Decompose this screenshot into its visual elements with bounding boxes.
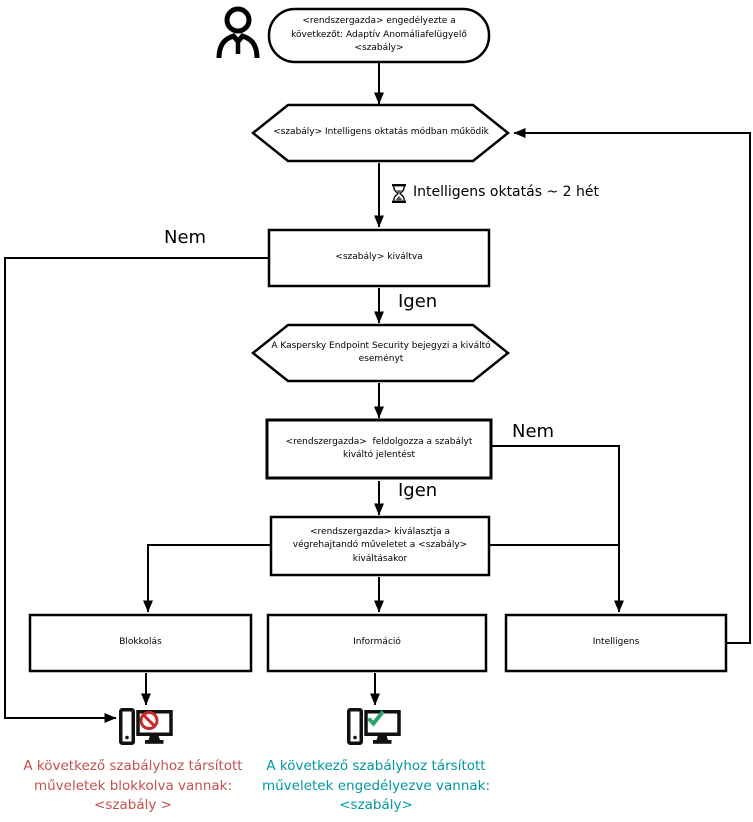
flow-nodes <box>28 7 728 673</box>
hourglass-icon <box>392 184 406 203</box>
check-icon <box>367 710 385 727</box>
inform-box-label: Információ <box>353 637 401 648</box>
edge-label-yes-2: Igen <box>398 480 438 501</box>
report-rect-label: <rendszergazda> feldolgozza a szabályt k… <box>285 436 473 461</box>
report-rect-shape <box>265 418 493 480</box>
edge-label-no-1: Nem <box>164 227 207 248</box>
edge-no-loop-left <box>4 257 269 723</box>
flow-edges <box>4 63 751 723</box>
logged-hexagon-label: A Kaspersky Endpoint Security bejegyzi a… <box>271 340 491 365</box>
block-box-label: Blokkolás <box>119 637 162 648</box>
edge-smart-loop-right <box>513 128 751 644</box>
smart-box-label: Intelligens <box>592 637 640 648</box>
edge-label-no-2: Nem <box>512 421 555 442</box>
block-box-shape <box>28 613 253 673</box>
edge-report-no-right <box>491 445 624 613</box>
result-blocked-text: A következő szabályhoz társított művelet… <box>23 758 243 814</box>
smart-box-shape <box>504 613 728 673</box>
training-hexagon-shape <box>250 103 511 163</box>
computer-allowed-icon <box>347 708 401 746</box>
training-hexagon-label: <szabály> Intelligens oktatás módban műk… <box>273 127 489 138</box>
logged-hexagon-shape <box>250 323 511 383</box>
edge-select-to-block <box>143 544 271 613</box>
result-allowed-text: A következő szabályhoz társított művelet… <box>261 758 491 814</box>
edge-label-yes-1: Igen <box>398 291 438 312</box>
start-node-shape <box>267 7 491 64</box>
training-duration-label: Intelligens oktatás ~ 2 hét <box>413 184 599 200</box>
triggered-rect-shape <box>267 228 491 288</box>
select-rect-label: <rendszergazda> kiválasztja a végrehajta… <box>292 526 468 564</box>
triggered-rect-label: <szabály> kiváltva <box>335 252 423 263</box>
start-node-label: <rendszergazda> engedélyezte a következő… <box>291 16 467 54</box>
computer-blocked-icon <box>119 708 173 746</box>
select-rect-shape <box>269 515 491 577</box>
inform-box-shape <box>266 613 488 673</box>
prohibition-sign-icon <box>139 711 159 730</box>
person-icon <box>216 6 260 59</box>
